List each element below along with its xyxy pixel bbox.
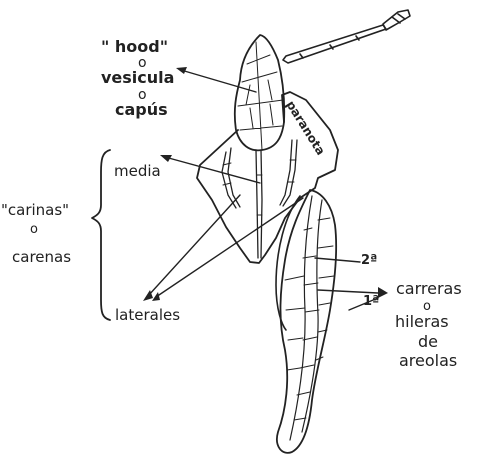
label-second-row: 2ª (361, 253, 377, 268)
label-carenas: carenas (12, 248, 71, 266)
antenna (283, 10, 410, 63)
label-paranota: paranota (283, 98, 327, 157)
hemelytron-shape (277, 190, 336, 453)
carinas-bracket (92, 150, 110, 320)
label-carinas-o: o (30, 222, 38, 237)
label-first-row: 1ª (363, 294, 379, 309)
label-laterales: laterales (115, 306, 180, 324)
label-de: de (418, 332, 438, 351)
label-hileras: hileras (395, 312, 449, 331)
label-areolas: areolas (399, 351, 457, 370)
hood-shape (235, 35, 284, 150)
label-carreras: carreras (396, 279, 462, 298)
label-media: media (114, 162, 161, 180)
leader-lines (148, 70, 378, 310)
pronotum-shape (197, 92, 338, 263)
label-carinas: "carinas" (1, 201, 69, 219)
label-capus: capús (115, 100, 168, 119)
label-vesicula: vesicula (101, 68, 174, 87)
label-hood: " hood" (101, 37, 168, 56)
